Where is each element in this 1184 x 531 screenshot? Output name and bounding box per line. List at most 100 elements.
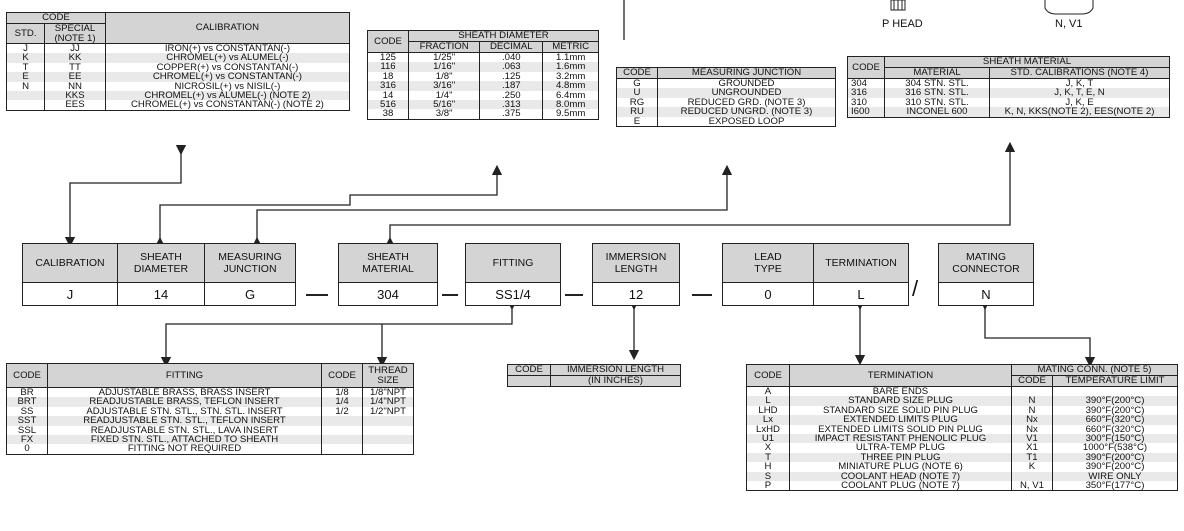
calibration-connector <box>64 144 187 248</box>
std-calibrations-cell: J, K, E <box>989 97 1170 107</box>
mating-conn-header: MATING CONN. (NOTE 5) <box>1011 364 1178 376</box>
sheath-material-box[interactable]: SHEATH MATERIAL 304 <box>338 243 438 306</box>
fraction-cell: 1/4" <box>407 90 481 100</box>
measuring-junction-connector <box>251 164 733 248</box>
temperature-cell: 350°F(177°C) <box>1052 481 1178 491</box>
fraction-cell: 3/16" <box>407 81 481 91</box>
code-header: CODE <box>6 363 48 388</box>
part-group-1: CALIBRATION J SHEATH DIAMETER 14 MEASURI… <box>22 243 296 306</box>
fraction-cell: 1/25" <box>407 52 481 63</box>
fitting-box-label: FITTING <box>466 244 560 283</box>
temperature-cell: 660°F(320°C) <box>1052 415 1178 425</box>
separator-dash <box>306 294 328 296</box>
mating-connector-box[interactable]: MATING CONNECTOR N <box>938 243 1034 306</box>
std-calibrations-cell: J, K, T, E, N <box>989 88 1170 98</box>
immersion-length-box[interactable]: IMMERSION LENGTH 12 <box>592 243 680 306</box>
fitting-header: FITTING <box>47 363 322 388</box>
calibration-cell: CHROMEL(+) vs ALUMEL(-) (NOTE 2) <box>104 91 351 101</box>
temperature-cell: 390°F(200°C) <box>1052 396 1178 406</box>
temperature-cell: 1000°F(538°C) <box>1052 443 1178 453</box>
thread-code-cell <box>321 435 363 445</box>
std-code-cell <box>5 91 46 101</box>
metric-cell: 4.8mm <box>542 81 599 91</box>
mating-connector-box-value: N <box>939 283 1033 305</box>
calibration-cell: NICROSIL(+) vs NISIL(-) <box>104 81 351 91</box>
decimal-cell: .125 <box>479 71 544 81</box>
termination-box[interactable]: TERMINATION L <box>813 243 909 306</box>
slash-separator: / <box>912 276 919 301</box>
code-cell: 38 <box>367 109 409 120</box>
measuring-junction-box[interactable]: MEASURING JUNCTION G <box>204 243 296 306</box>
thread-code-cell <box>321 425 363 436</box>
sheath-material-box-label: SHEATH MATERIAL <box>339 244 437 283</box>
thread-size-cell <box>362 416 414 426</box>
sheath-diameter-box-label: SHEATH DIAMETER <box>118 244 204 283</box>
thread-code-cell: 1/2 <box>321 406 363 416</box>
code-header: CODE <box>616 67 658 79</box>
thread-size-cell: 1/4"NPT <box>362 397 414 407</box>
code-header: CODE <box>507 364 551 376</box>
p-head-label: P HEAD <box>882 18 923 30</box>
code-cell: E <box>616 116 658 127</box>
decimal-cell: .063 <box>479 62 544 72</box>
sheath-diameter-box[interactable]: SHEATH DIAMETER 14 <box>117 243 204 306</box>
mating-code-cell: N, V1 <box>1011 481 1053 491</box>
std-calibrations-cell: K, N, KKS(NOTE 2), EES(NOTE 2) <box>989 107 1170 118</box>
temperature-cell: WIRE ONLY <box>1052 471 1178 481</box>
sheath-material-box-value: 304 <box>339 283 437 305</box>
fitting-cell: FITTING NOT REQUIRED <box>47 444 322 455</box>
thread-code-cell <box>321 444 363 455</box>
sheath-material-connector <box>384 141 1016 248</box>
lead-type-box[interactable]: LEAD TYPE 0 <box>722 243 813 306</box>
termination-table: CODE TERMINATION MATING CONN. (NOTE 5) C… <box>746 364 1178 492</box>
calibration-cell: CHROMEL(+) vs CONSTANTAN(-) <box>104 72 351 82</box>
measuring-junction-box-value: G <box>205 283 295 305</box>
special-header: SPECIAL (NOTE 1) <box>44 23 106 44</box>
mating-code-header: CODE <box>1011 375 1053 387</box>
special-code-cell: EES <box>44 100 106 111</box>
calibration-box-label: CALIBRATION <box>23 244 117 283</box>
thread-size-cell: 1/8"NPT <box>362 387 414 398</box>
std-code-cell: T <box>5 62 46 72</box>
material-header: MATERIAL <box>884 67 990 79</box>
part-group-2: LEAD TYPE 0 TERMINATION L <box>722 243 909 306</box>
mating-group: MATING CONNECTOR N <box>938 243 1034 306</box>
code-blank-cell <box>507 375 551 387</box>
std-code-cell: N <box>5 81 46 91</box>
code-cell: 0 <box>6 444 48 455</box>
calibration-table: CODE CALIBRATION STD. SPECIAL (NOTE 1) J… <box>5 12 351 111</box>
thread-size-cell <box>362 444 414 455</box>
fraction-cell: 1/16" <box>407 62 481 72</box>
temperature-cell: 300°F(150°C) <box>1052 434 1178 444</box>
calibration-box[interactable]: CALIBRATION J <box>22 243 117 306</box>
termination-box-label: TERMINATION <box>814 244 908 283</box>
fitting-box[interactable]: FITTING SS1/4 <box>465 243 561 306</box>
decimal-cell: .187 <box>479 81 544 91</box>
junction-cell: REDUCED UNGRD. (NOTE 3) <box>657 107 836 117</box>
temperature-cell: 390°F(200°C) <box>1052 462 1178 472</box>
thread-code-cell <box>321 416 363 426</box>
decimal-cell: .250 <box>479 90 544 100</box>
p-head-icon <box>890 0 906 11</box>
